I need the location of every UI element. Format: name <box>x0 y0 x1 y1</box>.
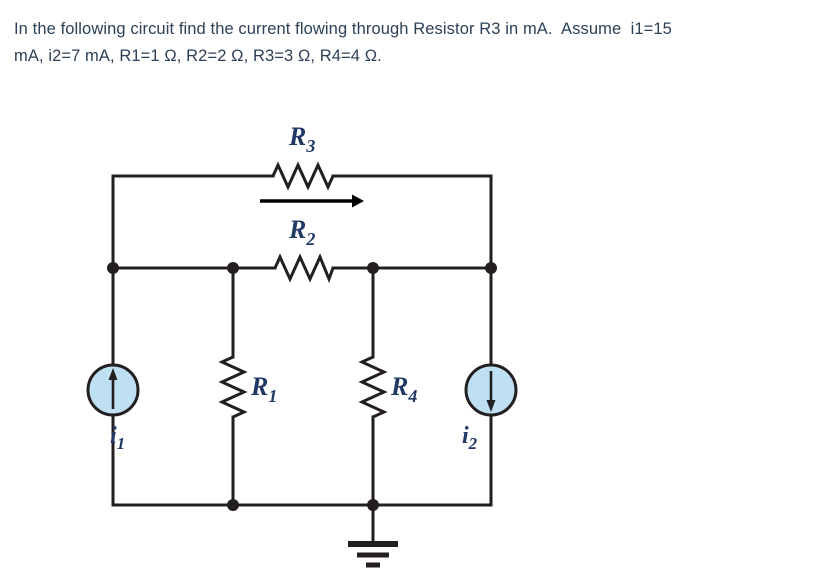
ground-symbol <box>348 541 398 568</box>
circuit-nodes <box>107 262 497 511</box>
resistor-r4-label: R4 <box>390 372 417 406</box>
circuit-diagram: R3 R2 R1 R4 <box>86 122 518 568</box>
resistor-r3-zigzag <box>271 161 335 191</box>
current-source-i1-arrow-head <box>108 368 118 380</box>
current-source-i2: i2 <box>462 363 518 453</box>
current-source-i1: i1 <box>86 363 140 453</box>
current-direction-arrow <box>260 194 364 208</box>
current-source-i1-label: i1 <box>110 423 125 453</box>
node-dot-ground <box>367 499 379 511</box>
node-dot-r1-mid <box>227 262 239 274</box>
resistor-r2: R2 <box>273 215 335 284</box>
resistor-r4-zigzag <box>358 355 388 419</box>
node-dot-right-mid <box>485 262 497 274</box>
node-dot-left-mid <box>107 262 119 274</box>
resistor-r2-label: R2 <box>288 215 315 249</box>
current-arrow-head <box>352 194 364 208</box>
node-dot-r4-mid <box>367 262 379 274</box>
resistor-r3: R3 <box>271 122 335 191</box>
node-dot-r1-bottom <box>227 499 239 511</box>
resistor-r1-label: R1 <box>250 372 277 406</box>
resistor-r1-zigzag <box>218 355 248 419</box>
resistor-r4: R4 <box>358 355 417 419</box>
current-source-i2-label: i2 <box>462 423 478 453</box>
current-source-i2-arrow-head <box>486 400 496 412</box>
problem-statement: In the following circuit find the curren… <box>14 16 809 70</box>
problem-statement-line-2: mA, i2=7 mA, R1=1 Ω, R2=2 Ω, R3=3 Ω, R4=… <box>14 47 382 65</box>
circuit-wires <box>111 174 493 545</box>
resistor-r1: R1 <box>218 355 277 419</box>
resistor-r2-zigzag <box>273 253 335 284</box>
resistor-r3-label: R3 <box>288 122 315 156</box>
problem-statement-line-1: In the following circuit find the curren… <box>14 20 672 38</box>
